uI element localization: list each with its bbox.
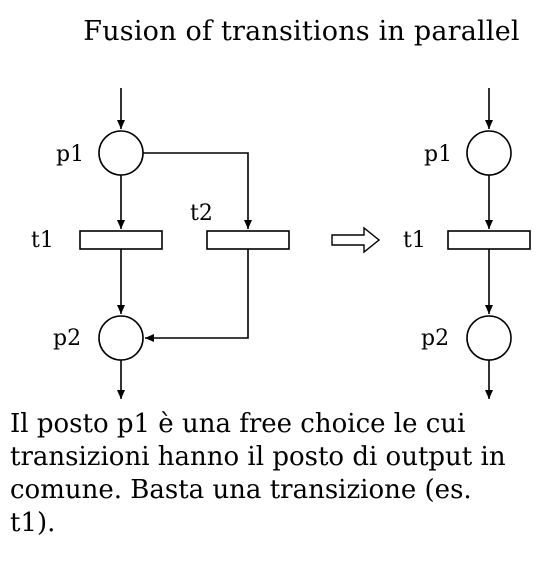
left-arc-t2-p2 bbox=[145, 249, 249, 342]
caption-text: Il posto p1 è una free choice le cui tra… bbox=[10, 409, 506, 538]
right-p1-label: p1 bbox=[424, 142, 452, 167]
left-p2-label: p2 bbox=[53, 326, 81, 351]
right-transition-t1 bbox=[447, 230, 531, 250]
right-p2-label: p2 bbox=[421, 326, 449, 351]
transformation-arrow-icon bbox=[331, 226, 381, 254]
left-place-p1 bbox=[98, 130, 144, 176]
left-t2-label: t2 bbox=[190, 201, 213, 226]
right-t1-label: t1 bbox=[403, 228, 426, 253]
right-net: p1 t1 p2 bbox=[403, 88, 531, 399]
slide-title: Fusion of transitions in parallel bbox=[83, 16, 520, 47]
left-arc-p1-t2 bbox=[143, 152, 252, 229]
right-place-p1 bbox=[466, 130, 512, 176]
left-p1-label: p1 bbox=[56, 142, 84, 167]
left-transition-t1 bbox=[79, 230, 163, 250]
left-t1-label: t1 bbox=[31, 228, 54, 253]
left-place-p2 bbox=[98, 315, 144, 361]
right-place-p2 bbox=[466, 315, 512, 361]
left-net: p1 t1 t2 p2 bbox=[31, 88, 290, 399]
left-transition-t2 bbox=[206, 230, 290, 250]
